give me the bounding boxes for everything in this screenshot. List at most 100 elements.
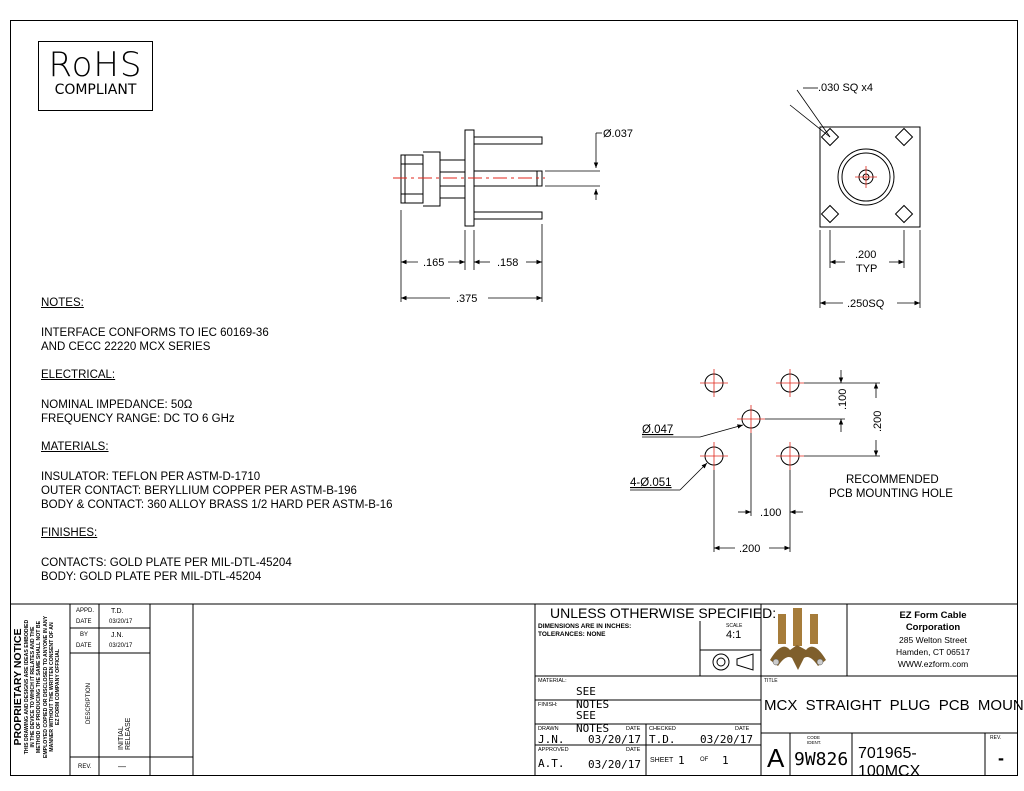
finish-value: SEE NOTES [576, 709, 610, 735]
leg-top [473, 136, 543, 145]
len-158-label: .158 [497, 257, 518, 269]
finishes-heading: FINISHES: [41, 527, 98, 539]
sheet-label: SHEET [650, 757, 674, 764]
checked-value: T.D. [649, 733, 676, 746]
scale-value: 4:1 [726, 629, 742, 641]
note-body-contact: BODY & CONTACT: 360 ALLOY BRASS 1/2 HARD… [41, 499, 393, 511]
code-ident-label: CODE IDENT. [807, 735, 822, 745]
note-interface-1: INTERFACE CONFORMS TO IEC 60169-36 [41, 327, 269, 339]
connector-body-front [400, 154, 424, 204]
note-interface-2: AND CECC 22220 MCX SERIES [41, 341, 211, 353]
front-centerlines [855, 166, 877, 188]
material-value: SEE NOTES [576, 685, 610, 711]
date2-value: 03/20/17 [109, 643, 133, 649]
company-web: WWW.ezform.com [897, 659, 969, 669]
approved-date: 03/20/17 [588, 758, 641, 771]
note-contacts-finish: CONTACTS: GOLD PLATE PER MIL-DTL-45204 [41, 557, 292, 569]
sheet-size: A [767, 743, 785, 773]
spec-title: UNLESS OTHERWISE SPECIFIED: [550, 605, 777, 621]
len-165-label: .165 [423, 257, 444, 269]
v200-label: .200 [872, 411, 884, 432]
company-name-2: Corporation [905, 622, 961, 633]
drawing-sheet [10, 20, 1018, 776]
proprietary-line: EZ FORM COMPANY OFFICIAL [55, 648, 62, 726]
electrical-heading: ELECTRICAL: [41, 369, 116, 381]
approved-value: A.T. [538, 757, 565, 770]
rev-title-label: REV. [990, 735, 1002, 741]
drawing-title: MCX STRAIGHT PLUG PCB MOUNT [764, 697, 1024, 714]
date2-label: DATE [76, 643, 92, 649]
hole-dimensions [630, 370, 880, 552]
scale-label: SCALE [726, 623, 743, 629]
typ-label: TYP [856, 263, 877, 275]
material-label: MATERIAL: [538, 678, 567, 684]
company-logo [770, 608, 826, 670]
front-dimensions [789, 87, 921, 308]
rev-title-value: - [998, 748, 1004, 768]
rev-label: REV. [78, 764, 92, 770]
v100-label: .100 [837, 389, 849, 410]
drawn-date-label: DATE [626, 726, 641, 732]
dims-inches: DIMENSIONS ARE IN INCHES: [538, 623, 632, 630]
date1-value: 03/20/17 [109, 619, 133, 625]
company-block: EZ Form Cable Corporation 285 Welton Str… [852, 610, 1014, 670]
sheet-number: 1 [678, 754, 685, 767]
h100-label: .100 [760, 507, 781, 519]
description-label: DESCRIPTION [86, 682, 92, 724]
note-outer-contact: OUTER CONTACT: BERYLLIUM COPPER PER ASTM… [41, 485, 357, 497]
pin-dia-label: Ø.037 [603, 128, 633, 140]
proprietary-title: PROPRIETARY NOTICE [12, 628, 24, 746]
checked-date-label: DATE [735, 726, 750, 732]
notes-block: NOTES: INTERFACE CONFORMS TO IEC 60169-3… [41, 296, 441, 584]
proprietary-line: EMPLOYED COPIED OR DISCLOSED TO ANYONE I… [42, 615, 49, 759]
projection-symbol [712, 653, 754, 671]
h200-label: .200 [739, 543, 760, 555]
company-city: Hamden, CT 06517 [895, 647, 971, 657]
of-label: OF [700, 757, 709, 763]
drawn-value: J.N. [538, 733, 565, 746]
hole-047-label: Ø.047 [642, 424, 673, 436]
approved-date-label: DATE [626, 747, 641, 753]
part-number: 701965-100MCX [858, 745, 921, 780]
appd-label: APPD. [76, 608, 95, 614]
note-insulator: INSULATOR: TEFLON PER ASTM-D-1710 [41, 471, 261, 483]
initial-release: INITIAL RELEASE [118, 717, 132, 750]
hole-centerlines [700, 369, 804, 470]
note-impedance: NOMINAL IMPEDANCE: 50Ω [41, 399, 193, 411]
typ-200-label: .200 [855, 249, 876, 261]
note-body-finish: BODY: GOLD PLATE PER MIL-DTL-45204 [41, 571, 262, 583]
recommended-label-1: RECOMMENDED [846, 474, 939, 486]
sheet-total: 1 [722, 754, 729, 767]
sq-x4-label: .030 SQ x4 [818, 82, 873, 94]
notes-heading: NOTES: [41, 297, 84, 309]
hole-051-label: 4-Ø.051 [630, 477, 672, 489]
date1-label: DATE [76, 619, 92, 625]
company-street: 285 Welton Street [899, 635, 967, 645]
drawn-label: DRAWN [538, 726, 559, 732]
checked-label: CHECKED [649, 726, 676, 732]
rohs-text: RoHS [48, 45, 143, 85]
length-dimensions [400, 210, 543, 302]
corner-pins [820, 127, 914, 224]
finish-label: FINISH: [538, 702, 558, 708]
by-label: BY [80, 632, 89, 638]
pin-dia-dimension [545, 132, 602, 200]
rev-value: — [118, 762, 126, 771]
leg-bottom [473, 211, 543, 220]
proprietary-notice: PROPRIETARY NOTICE THIS DRAWING AND DESI… [12, 606, 70, 768]
flange-square [819, 126, 921, 228]
note-frequency: FREQUENCY RANGE: DC TO 6 GHz [41, 413, 235, 425]
company-name-1: EZ Form Cable [899, 610, 967, 621]
checked-date: 03/20/17 [700, 733, 753, 746]
tolerances: TOLERANCES: NONE [538, 631, 606, 638]
recommended-label-2: PCB MOUNTING HOLE [829, 488, 953, 500]
rohs-stamp: RoHS COMPLIANT [38, 41, 153, 111]
len-375-label: .375 [456, 293, 477, 305]
materials-heading: MATERIALS: [41, 441, 109, 453]
code-ident: 9W826 [794, 749, 849, 770]
proprietary-line: METHOD OF PRODUCING THE SAME SHALL NOT B… [36, 620, 43, 754]
by-value: J.N. [111, 632, 124, 639]
rohs-compliant: COMPLIANT [54, 82, 137, 98]
sq-250-label: .250SQ [847, 298, 885, 310]
